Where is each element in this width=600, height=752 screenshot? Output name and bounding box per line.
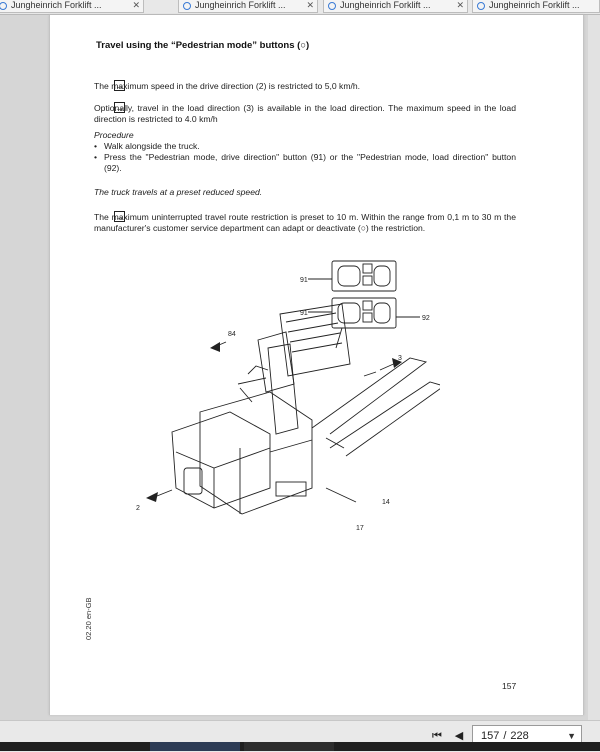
label-14: 14: [382, 499, 390, 506]
page-number: 157: [502, 681, 517, 691]
tab-label: Jungheinrich Forklift ...: [489, 0, 580, 10]
page-separator: /: [503, 730, 507, 742]
document-icon: [328, 2, 336, 10]
paragraph-route-restriction: The maximum uninterrupted travel route r…: [94, 212, 516, 233]
taskbar-strip: [0, 742, 600, 751]
result-text: The truck travels at a preset reduced sp…: [94, 187, 263, 197]
tab-1[interactable]: Jungheinrich Forklift ... ✕: [0, 0, 144, 13]
close-icon[interactable]: ✕: [456, 0, 464, 10]
first-page-icon[interactable]: ⏮: [432, 730, 442, 742]
tab-label: Jungheinrich Forklift ...: [195, 0, 286, 10]
document-icon: [183, 2, 191, 10]
label-84: 84: [228, 331, 236, 338]
truck-illustration: 91 91 92 84 3 2 14 17: [136, 260, 440, 532]
paragraph-load-direction: Optionally, travel in the load direction…: [94, 103, 516, 124]
vertical-scrollbar[interactable]: [588, 15, 600, 720]
label-3: 3: [398, 355, 402, 362]
total-pages: 228: [510, 730, 529, 742]
document-icon: [0, 2, 7, 10]
tab-3[interactable]: Jungheinrich Forklift ... ✕: [323, 0, 468, 13]
tab-bar: Jungheinrich Forklift ... ✕ Jungheinrich…: [0, 0, 600, 15]
arrow-right-icon: →: [114, 102, 125, 113]
bullet-icon: •: [94, 141, 98, 151]
current-page[interactable]: 157: [481, 730, 500, 742]
bullet-icon: •: [94, 152, 98, 162]
close-icon[interactable]: ✕: [132, 0, 140, 10]
list-item: • Walk alongside the truck.: [94, 141, 516, 152]
previous-page-icon[interactable]: ◀: [454, 730, 464, 742]
label-17: 17: [356, 525, 364, 532]
label-92: 92: [422, 315, 430, 322]
document-viewer[interactable]: [0, 15, 600, 720]
arrow-right-icon: →: [114, 80, 125, 91]
tab-4[interactable]: Jungheinrich Forklift ...: [472, 0, 600, 13]
list-item-text: Press the "Pedestrian mode, drive direct…: [104, 152, 516, 173]
procedure-heading: Procedure: [94, 130, 134, 140]
label-91: 91: [300, 310, 308, 317]
label-2: 2: [136, 505, 140, 512]
label-91: 91: [300, 277, 308, 284]
document-code: 02.20 en-GB: [84, 597, 93, 640]
section-heading: Travel using the “Pedestrian mode” butto…: [96, 40, 310, 51]
chevron-down-icon[interactable]: ▼: [567, 731, 576, 741]
document-icon: [477, 2, 485, 10]
tab-label: Jungheinrich Forklift ...: [11, 0, 102, 10]
paragraph-speed-drive: The maximum speed in the drive direction…: [94, 81, 361, 91]
tab-label: Jungheinrich Forklift ...: [340, 0, 431, 10]
list-item: • Press the "Pedestrian mode, drive dire…: [94, 152, 516, 173]
tab-2[interactable]: Jungheinrich Forklift ... ✕: [178, 0, 318, 13]
list-item-text: Walk alongside the truck.: [104, 141, 200, 151]
pdf-page: [49, 15, 584, 715]
close-icon[interactable]: ✕: [306, 0, 314, 10]
arrow-right-icon: →: [114, 211, 125, 222]
